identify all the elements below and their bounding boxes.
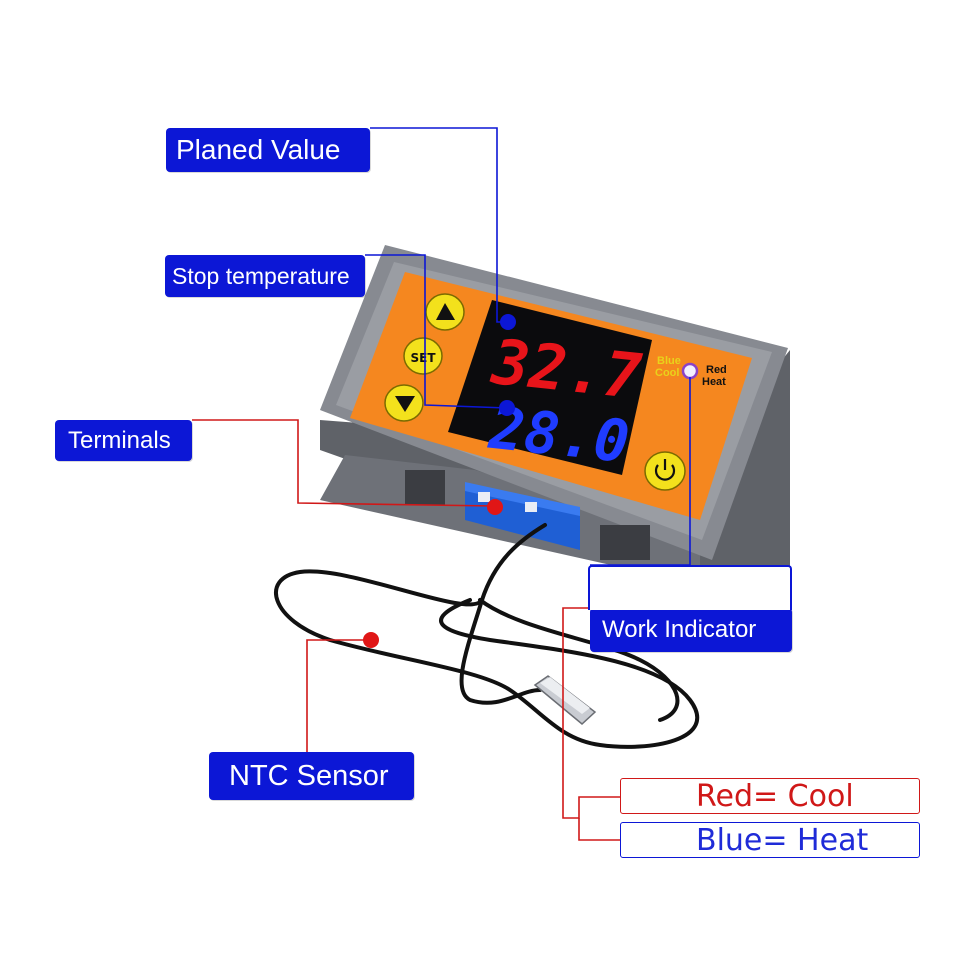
power-icon	[654, 459, 676, 481]
power-button[interactable]	[644, 451, 686, 491]
ntc-sensor-dot	[363, 632, 379, 648]
work-indicator-frame	[588, 565, 792, 610]
legend-blue-heat: Blue= Heat	[620, 822, 920, 858]
indicator-blue-label: Blue	[657, 355, 681, 367]
legend-red-cool: Red= Cool	[620, 778, 920, 814]
planed-value-dot	[500, 314, 516, 330]
callout-work-indicator: Work Indicator	[590, 608, 792, 652]
down-button[interactable]	[384, 384, 424, 422]
planed-value-display: 32.7	[488, 325, 646, 413]
housing-slot-right	[600, 525, 650, 560]
stop-temperature-dot	[499, 400, 515, 416]
callout-terminals: Terminals	[55, 420, 192, 461]
callout-ntc-sensor: NTC Sensor	[209, 752, 414, 800]
up-button[interactable]	[425, 293, 465, 331]
indicator-red-label: Red	[706, 364, 727, 376]
down-arrow-icon	[395, 396, 415, 412]
work-indicator-led	[681, 362, 699, 380]
indicator-cool-label: Cool	[655, 367, 679, 379]
set-button-label: SET	[410, 351, 436, 365]
callout-planed-value: Planed Value	[166, 128, 370, 172]
ntc-probe	[533, 675, 597, 725]
led-window	[448, 300, 652, 475]
terminals-dot	[487, 499, 503, 515]
indicator-heat-label: Heat	[702, 376, 726, 388]
up-arrow-icon	[436, 303, 455, 320]
callout-stop-temperature: Stop temperature	[165, 255, 365, 297]
set-button[interactable]: SET	[403, 337, 443, 375]
housing-slot-left	[405, 470, 445, 505]
ntc-sensor-cable	[274, 523, 700, 749]
